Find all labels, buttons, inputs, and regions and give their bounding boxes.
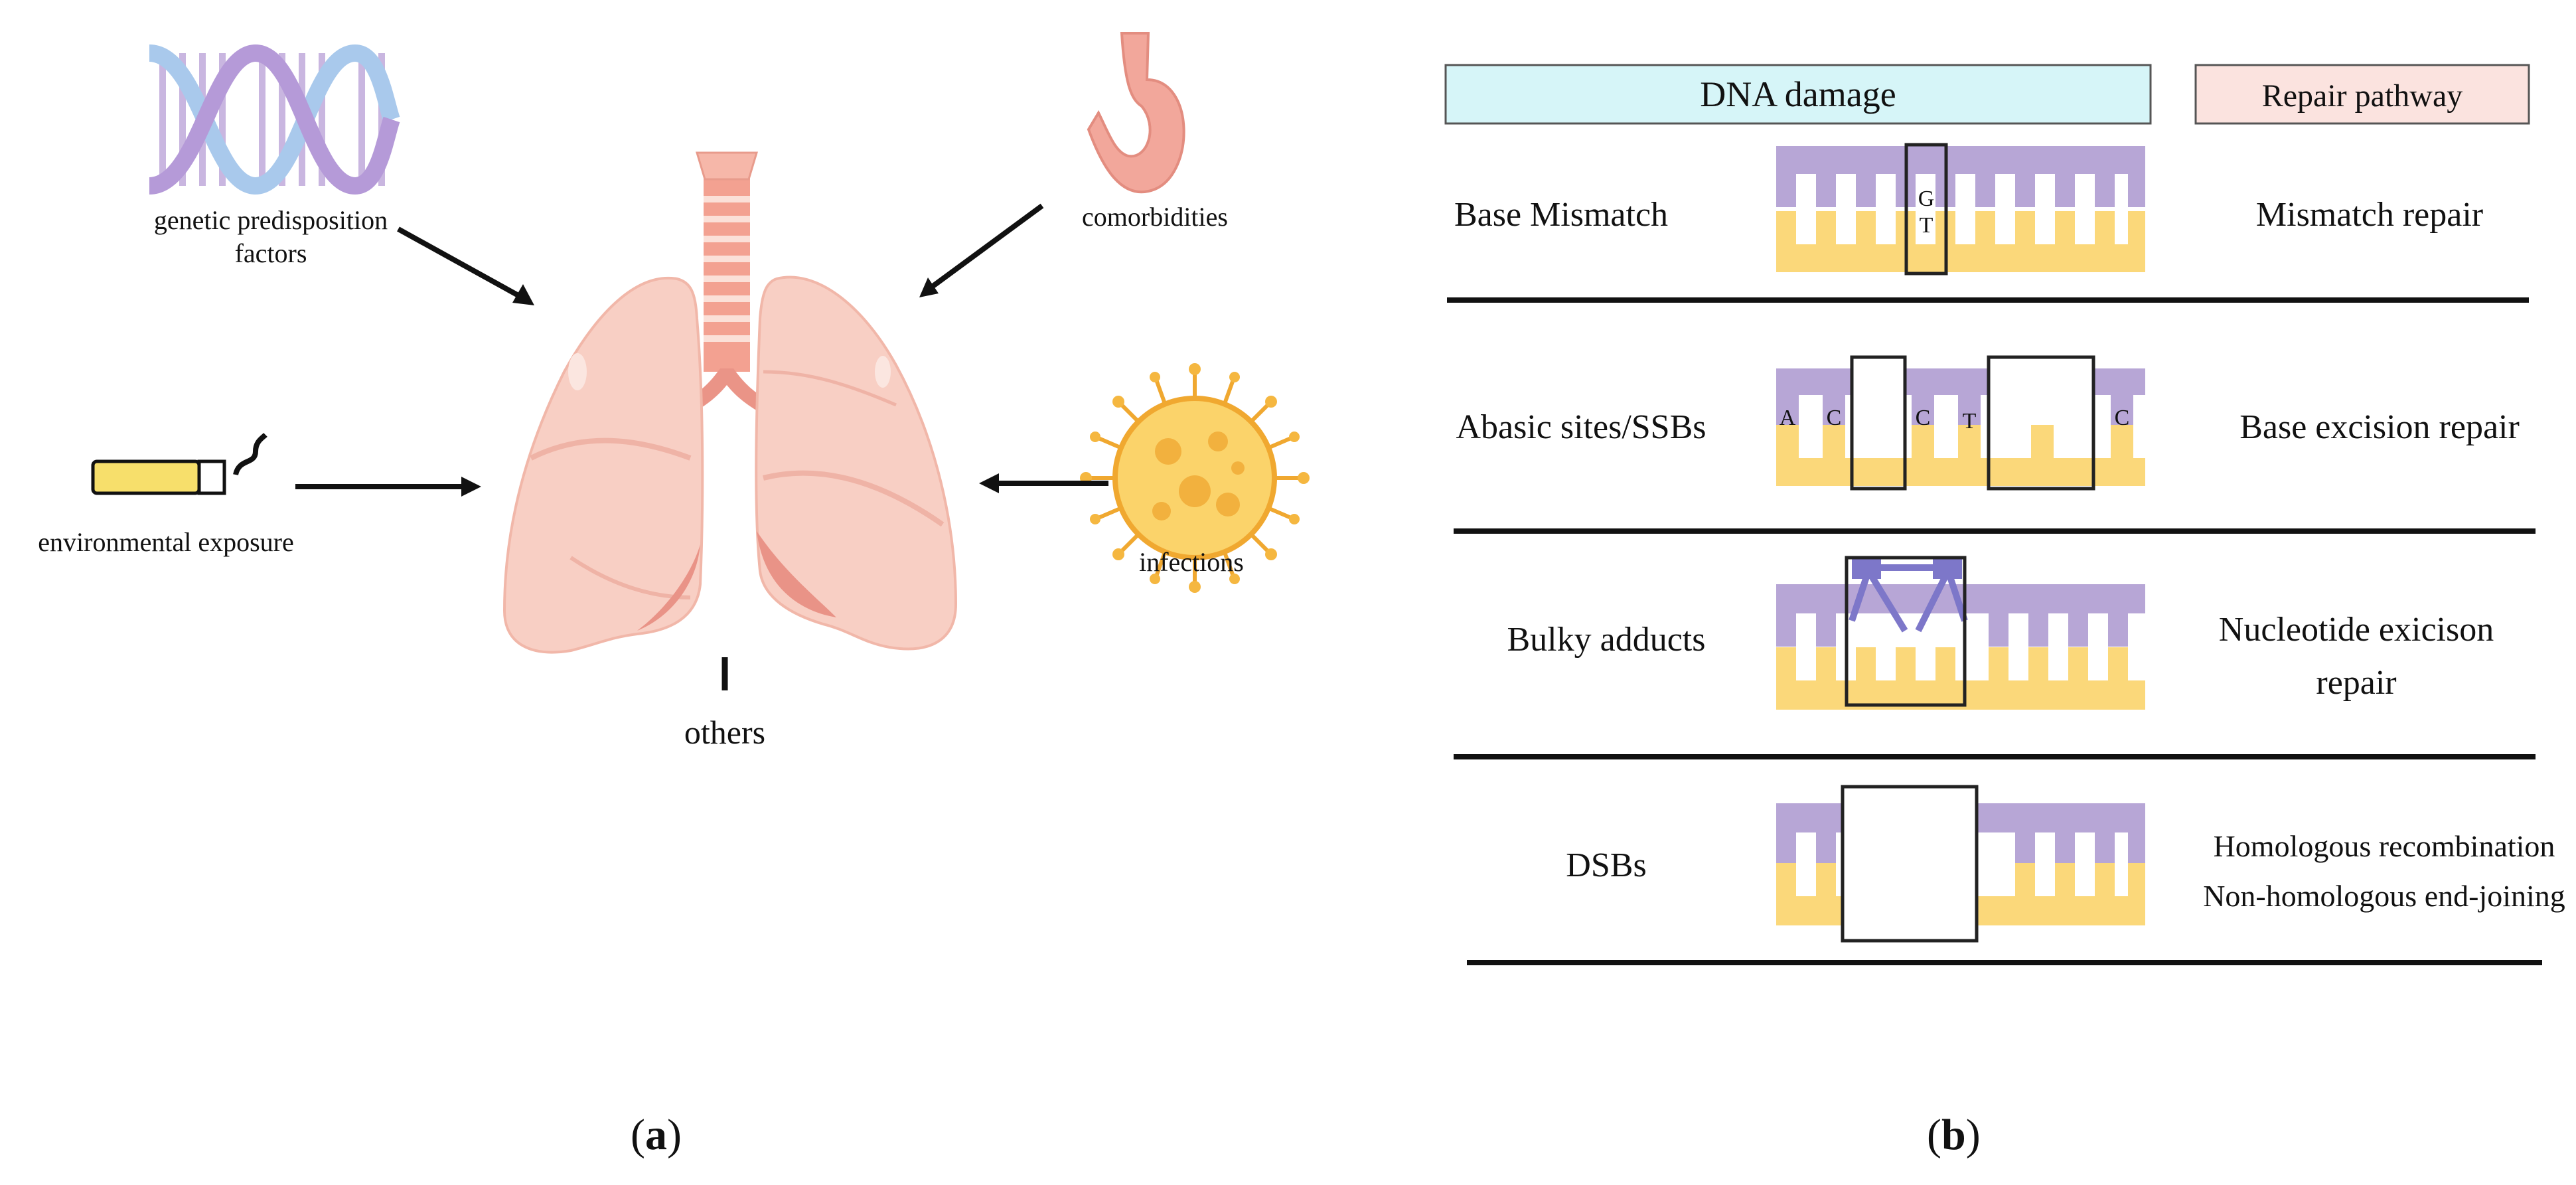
arrowhead-genetic: [512, 284, 534, 305]
caption-a-letter: a: [644, 1111, 667, 1159]
row-abasic-sites: Abasic sites/SSBs: [1454, 355, 2536, 534]
dna-helix-icon: [148, 44, 400, 195]
comorbidities-label: comorbidities: [1082, 202, 1228, 232]
repair-label-abasic: Base excision repair: [2239, 408, 2520, 446]
genetic-label-line2: factors: [235, 238, 307, 268]
damage-label-dsbs: DSBs: [1566, 846, 1646, 884]
row-base-mismatch: Base Mismatch: [1447, 143, 2529, 303]
caption-a-close: ): [666, 1111, 682, 1159]
virus-icon: [1080, 363, 1310, 593]
damage-label-mismatch: Base Mismatch: [1454, 196, 1668, 234]
base-t2: T: [1963, 409, 1977, 434]
dna-strand-abasic: A C C T C: [1776, 355, 2145, 491]
arrowhead-environmental: [461, 477, 481, 497]
row-dsbs: DSBs Homologous recombination Non-homolo…: [1467, 785, 2565, 965]
arrow-comorbidities: [927, 203, 1044, 291]
adduct-icon: [1849, 564, 1968, 633]
dna-strand-mismatch: G T: [1776, 143, 2145, 276]
damage-label-abasic: Abasic sites/SSBs: [1456, 408, 1706, 446]
header-repair-pathway: Repair pathway: [2262, 78, 2463, 114]
caption-b-open: (: [1927, 1111, 1941, 1159]
header-repair-pathway-box: [2194, 64, 2530, 125]
base-c2: C: [1916, 406, 1931, 430]
panel-b: DNA damage Repair pathway Base Mismatch: [1444, 64, 2565, 965]
repair-label-dsbs-2: Non-homologous end-joining: [2203, 879, 2565, 913]
repair-label-bulky-1: Nucleotide exicison: [2219, 611, 2494, 649]
others-label: others: [684, 714, 765, 751]
caption-b-close: ): [1965, 1111, 1981, 1159]
base-c3: C: [2115, 406, 2130, 430]
arrowhead-comorbidities: [919, 277, 939, 297]
repair-label-mismatch: Mismatch repair: [2256, 196, 2483, 234]
dna-strand-bulky: [1776, 556, 2145, 710]
panel-a: genetic predisposition factors comorbidi…: [38, 32, 1310, 751]
header-dna-damage-box: [1444, 64, 2152, 125]
row-bulky-adducts: Bulky adducts: [1454, 556, 2536, 759]
repair-label-dsbs-1: Homologous recombination: [2214, 829, 2555, 863]
arrowhead-infections: [979, 473, 999, 493]
header-dna-damage: DNA damage: [1700, 74, 1896, 114]
environmental-label: environmental exposure: [38, 527, 293, 557]
caption-a-open: (: [631, 1111, 645, 1159]
dna-strand-dsbs: [1776, 785, 2145, 943]
arrow-genetic: [397, 226, 526, 301]
cigarette-icon: [91, 433, 267, 495]
caption-b: (b): [1927, 1110, 1981, 1160]
base-c1: C: [1827, 406, 1842, 430]
damage-label-bulky: Bulky adducts: [1507, 621, 1706, 659]
infections-label: infections: [1139, 547, 1244, 577]
genetic-label-line1: genetic predisposition: [154, 205, 388, 235]
base-t: T: [1920, 213, 1933, 238]
repair-label-bulky-2: repair: [2316, 664, 2396, 702]
stomach-icon: [1087, 32, 1185, 194]
base-g: G: [1918, 187, 1935, 211]
caption-a: (a): [631, 1110, 682, 1160]
caption-b-letter: b: [1941, 1111, 1966, 1159]
base-a: A: [1780, 406, 1796, 430]
lungs-illustration: [502, 151, 958, 654]
